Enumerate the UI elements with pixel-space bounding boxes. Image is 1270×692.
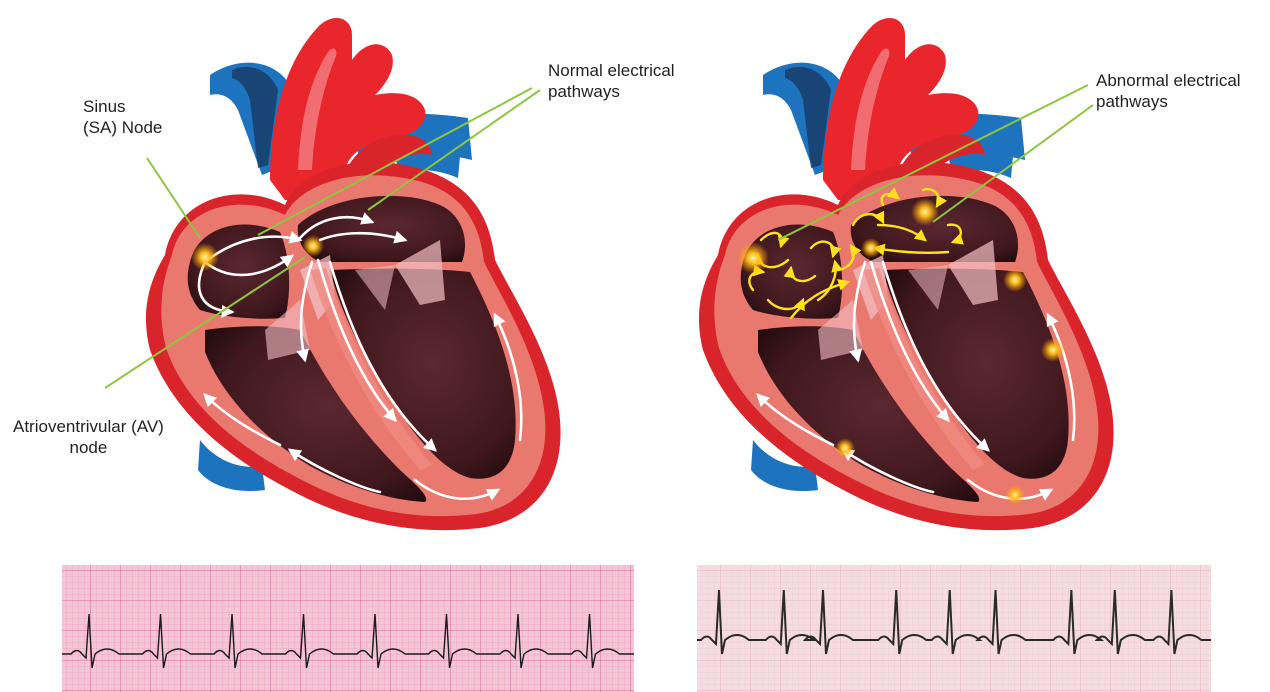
av-node-glow — [302, 235, 324, 257]
ecg-strip-abnormal — [697, 565, 1211, 692]
abnormal-heart-illustration — [699, 18, 1114, 530]
normal-pathways-label: Normal electrical pathways — [548, 60, 675, 102]
abnormal-pathways-label: Abnormal electrical pathways — [1096, 70, 1241, 112]
sa-node-label: Sinus (SA) Node — [83, 96, 162, 138]
av-node-label: Atrioventrivular (AV) node — [13, 416, 164, 458]
sa-node-glow — [191, 243, 219, 271]
normal-heart-illustration — [105, 18, 561, 530]
ecg-strip-normal — [62, 565, 634, 692]
